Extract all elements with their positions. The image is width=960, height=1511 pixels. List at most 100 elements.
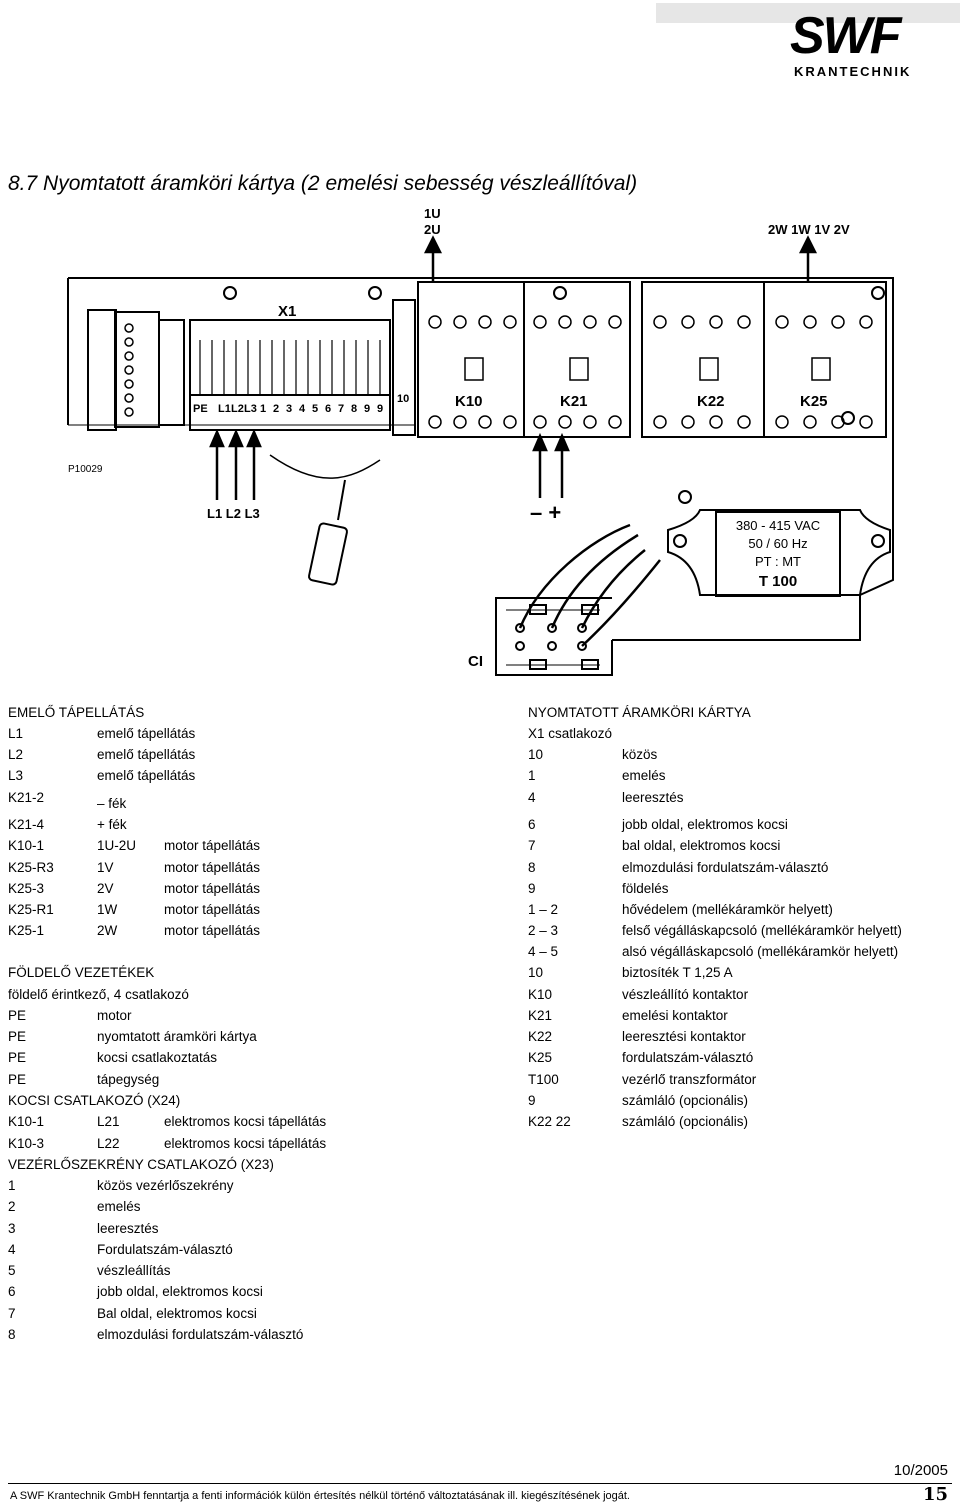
footer-disclaimer: A SWF Krantechnik GmbH fenntartja a fent… <box>10 1490 630 1502</box>
contactor-k10-label: K10 <box>455 393 483 410</box>
row-desc: felső végálláskapcsoló (mellékáramkör he… <box>622 923 902 938</box>
row-desc: motor tápellátás <box>164 838 261 853</box>
row-code: 6 <box>528 817 536 832</box>
row-desc: közös <box>622 747 658 762</box>
label-w-group: 2W 1W 1V 2V <box>768 222 850 237</box>
row-code: K10-1 <box>8 1114 45 1129</box>
terminal-label-5: 5 <box>312 403 318 415</box>
row-code: 3 <box>8 1221 16 1236</box>
logo-background-bar <box>656 3 960 23</box>
row-desc: emelés <box>97 1199 141 1214</box>
row-code: K25-3 <box>8 881 45 896</box>
terminal-label-9b: 9 <box>377 403 383 415</box>
ground-contact-note: földelő érintkező, 4 csatlakozó <box>8 987 189 1002</box>
terminal-label-2: 2 <box>273 403 279 415</box>
row-desc: emelő tápellátás <box>97 747 196 762</box>
row-code: 4 – 5 <box>528 944 559 959</box>
row-code: K25-R1 <box>8 902 54 917</box>
row-code: PE <box>8 1029 27 1044</box>
row-desc: fordulatszám-választó <box>622 1050 754 1065</box>
row-code: 1 <box>528 768 536 783</box>
row-code: 7 <box>8 1306 16 1321</box>
row-desc: nyomtatott áramköri kártya <box>97 1029 257 1044</box>
row-wire: 2V <box>97 881 114 896</box>
row-desc: számláló (opcionális) <box>622 1093 749 1108</box>
row-desc: jobb oldal, elektromos kocsi <box>97 1284 263 1299</box>
row-desc: leeresztési kontaktor <box>622 1029 746 1044</box>
terminal-label-l3: L3 <box>244 403 257 415</box>
row-desc: Bal oldal, elektromos kocsi <box>97 1306 257 1321</box>
row-code: 8 <box>528 860 536 875</box>
row-desc: emelő tápellátás <box>97 768 196 783</box>
heading-ground-wires: FÖLDELŐ VEZETÉKEK <box>8 965 155 980</box>
row-desc: + fék <box>97 817 127 832</box>
row-desc: vezérlő transzformátor <box>622 1072 757 1087</box>
logo-main-text: SWF <box>790 7 902 65</box>
row-desc: emelés <box>622 768 666 783</box>
terminal-label-10: 10 <box>397 393 409 405</box>
row-code: 9 <box>528 881 536 896</box>
terminal-label-pe: PE <box>193 403 208 415</box>
row-code: K22 <box>528 1029 553 1044</box>
terminal-label-4: 4 <box>299 403 306 415</box>
row-code: K25 <box>528 1050 553 1065</box>
row-wire: L21 <box>97 1114 120 1129</box>
row-desc: bal oldal, elektromos kocsi <box>622 838 781 853</box>
row-desc: emelő tápellátás <box>97 726 196 741</box>
row-desc: elektromos kocsi tápellátás <box>164 1136 327 1151</box>
row-code: K25-1 <box>8 923 45 938</box>
row-desc: közös vezérlőszekrény <box>97 1178 234 1193</box>
logo-sub-text: KRANTECHNIK <box>794 64 912 79</box>
row-desc: számláló (opcionális) <box>622 1114 749 1129</box>
label-2u: 2U <box>424 222 441 237</box>
row-code: K10-3 <box>8 1136 45 1151</box>
row-code: K10-1 <box>8 838 45 853</box>
row-wire: 1V <box>97 860 114 875</box>
row-desc: motor tápellátás <box>164 881 261 896</box>
label-supply: L1 L2 L3 <box>207 506 260 521</box>
row-desc: földelés <box>622 881 669 896</box>
row-code: 4 <box>528 790 536 805</box>
transformer-pt-mt: PT : MT <box>755 554 801 569</box>
row-code: L2 <box>8 747 24 762</box>
heading-control-box-connector: VEZÉRLŐSZEKRÉNY CSATLAKOZÓ (X23) <box>8 1157 274 1172</box>
row-code: PE <box>8 1008 27 1023</box>
row-desc: tápegység <box>97 1072 160 1087</box>
section-title: 8.7 Nyomtatott áramköri kártya (2 emelés… <box>8 172 638 195</box>
row-code: PE <box>8 1072 27 1087</box>
row-code: 1 <box>8 1178 16 1193</box>
row-code: K25-R3 <box>8 860 54 875</box>
row-desc: – fék <box>97 796 127 811</box>
row-code: 7 <box>528 838 536 853</box>
contactor-k22-label: K22 <box>697 393 725 410</box>
row-desc: Fordulatszám-választó <box>97 1242 233 1257</box>
row-wire: L22 <box>97 1136 120 1151</box>
row-code: K10 <box>528 987 553 1002</box>
row-desc: motor tápellátás <box>164 923 261 938</box>
row-code: 2 – 3 <box>528 923 559 938</box>
row-code: 2 <box>8 1199 16 1214</box>
row-code: 1 – 2 <box>528 902 559 917</box>
contactor-k21-label: K21 <box>560 393 588 410</box>
row-wire: 2W <box>97 923 118 938</box>
row-code: K22 22 <box>528 1114 571 1129</box>
row-code: K21-4 <box>8 817 45 832</box>
row-desc: jobb oldal, elektromos kocsi <box>622 817 788 832</box>
row-code: K21-2 <box>8 790 45 805</box>
footer-divider <box>8 1483 952 1484</box>
row-code: 8 <box>8 1327 16 1342</box>
footer-date: 10/2005 <box>893 1462 948 1479</box>
terminal-label-l2: L2 <box>231 403 244 415</box>
row-wire: 1W <box>97 902 118 917</box>
transformer-frequency: 50 / 60 Hz <box>748 536 807 551</box>
row-code: 6 <box>8 1284 16 1299</box>
row-code: 5 <box>8 1263 16 1278</box>
row-desc: motor tápellátás <box>164 860 261 875</box>
terminal-label-l1: L1 <box>218 403 231 415</box>
wiring-diagram: 1U 2U 2W 1W 1V 2V X1 P10029 PE L1 L2 L3 … <box>67 206 894 676</box>
terminal-label-1: 1 <box>260 403 266 415</box>
row-code: T100 <box>528 1072 559 1087</box>
row-desc: vészleállítás <box>97 1263 171 1278</box>
row-desc: elmozdulási fordulatszám-választó <box>622 860 829 875</box>
row-code: PE <box>8 1050 27 1065</box>
